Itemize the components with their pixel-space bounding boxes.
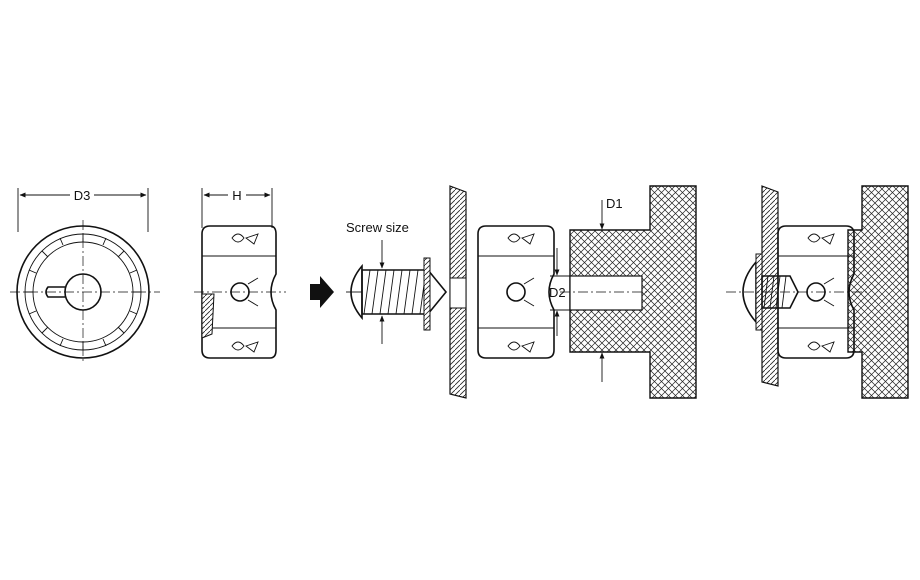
d2-label: D2 bbox=[549, 285, 566, 300]
process-arrow bbox=[310, 276, 334, 308]
exploded-assembly: D1 D2 bbox=[449, 185, 697, 399]
screw: Screw size bbox=[346, 220, 448, 344]
screw-size-label: Screw size bbox=[346, 220, 409, 235]
d1-label: D1 bbox=[606, 196, 623, 211]
front-view: D3 bbox=[10, 186, 160, 364]
d3-label: D3 bbox=[74, 188, 91, 203]
assembled-view bbox=[726, 185, 909, 399]
h-label: H bbox=[232, 188, 241, 203]
side-view: H bbox=[194, 186, 286, 359]
